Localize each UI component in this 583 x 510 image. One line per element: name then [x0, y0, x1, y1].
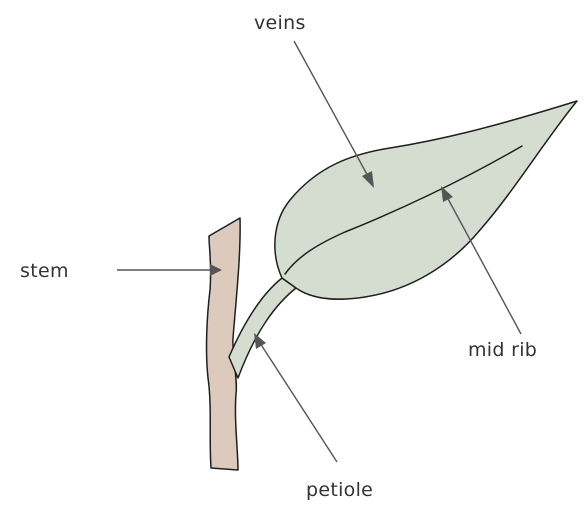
- stem-arrow: [117, 264, 222, 276]
- stem-label: stem: [20, 260, 69, 282]
- petiole-arrow: [254, 333, 337, 462]
- leaf-blade: [275, 101, 577, 299]
- veins-label: veins: [254, 12, 306, 34]
- petiole-shape: [229, 278, 296, 378]
- mid-rib-label: mid rib: [468, 339, 537, 361]
- petiole-label: petiole: [306, 479, 373, 501]
